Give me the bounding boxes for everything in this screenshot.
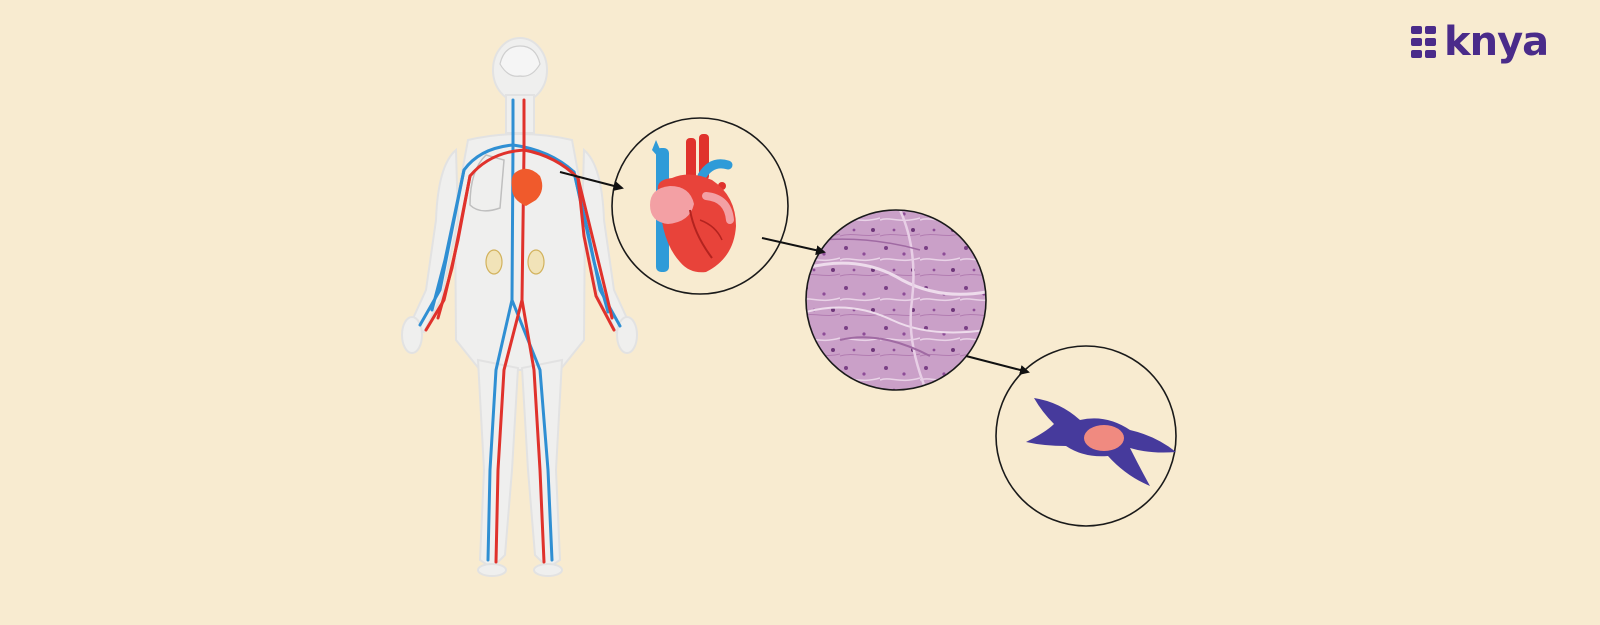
arrow-body-to-heart — [559, 171, 624, 191]
arrow-heart-to-tissue — [761, 237, 826, 256]
tissue-circle — [805, 209, 987, 391]
brand-name: knya — [1444, 19, 1549, 65]
cell-circle — [995, 345, 1177, 527]
arrow-tissue-to-cell — [965, 355, 1030, 375]
human-circulatory-system-icon — [401, 37, 638, 577]
heart-circle — [611, 117, 789, 295]
heart-icon — [650, 134, 736, 273]
cardiac-muscle-tissue-icon — [806, 210, 986, 390]
brand-logo: knya — [1411, 19, 1549, 65]
connector-arrows — [559, 171, 1030, 375]
knya-logo-mark-icon — [1411, 26, 1436, 58]
cardiac-muscle-cell-icon — [1026, 398, 1176, 486]
